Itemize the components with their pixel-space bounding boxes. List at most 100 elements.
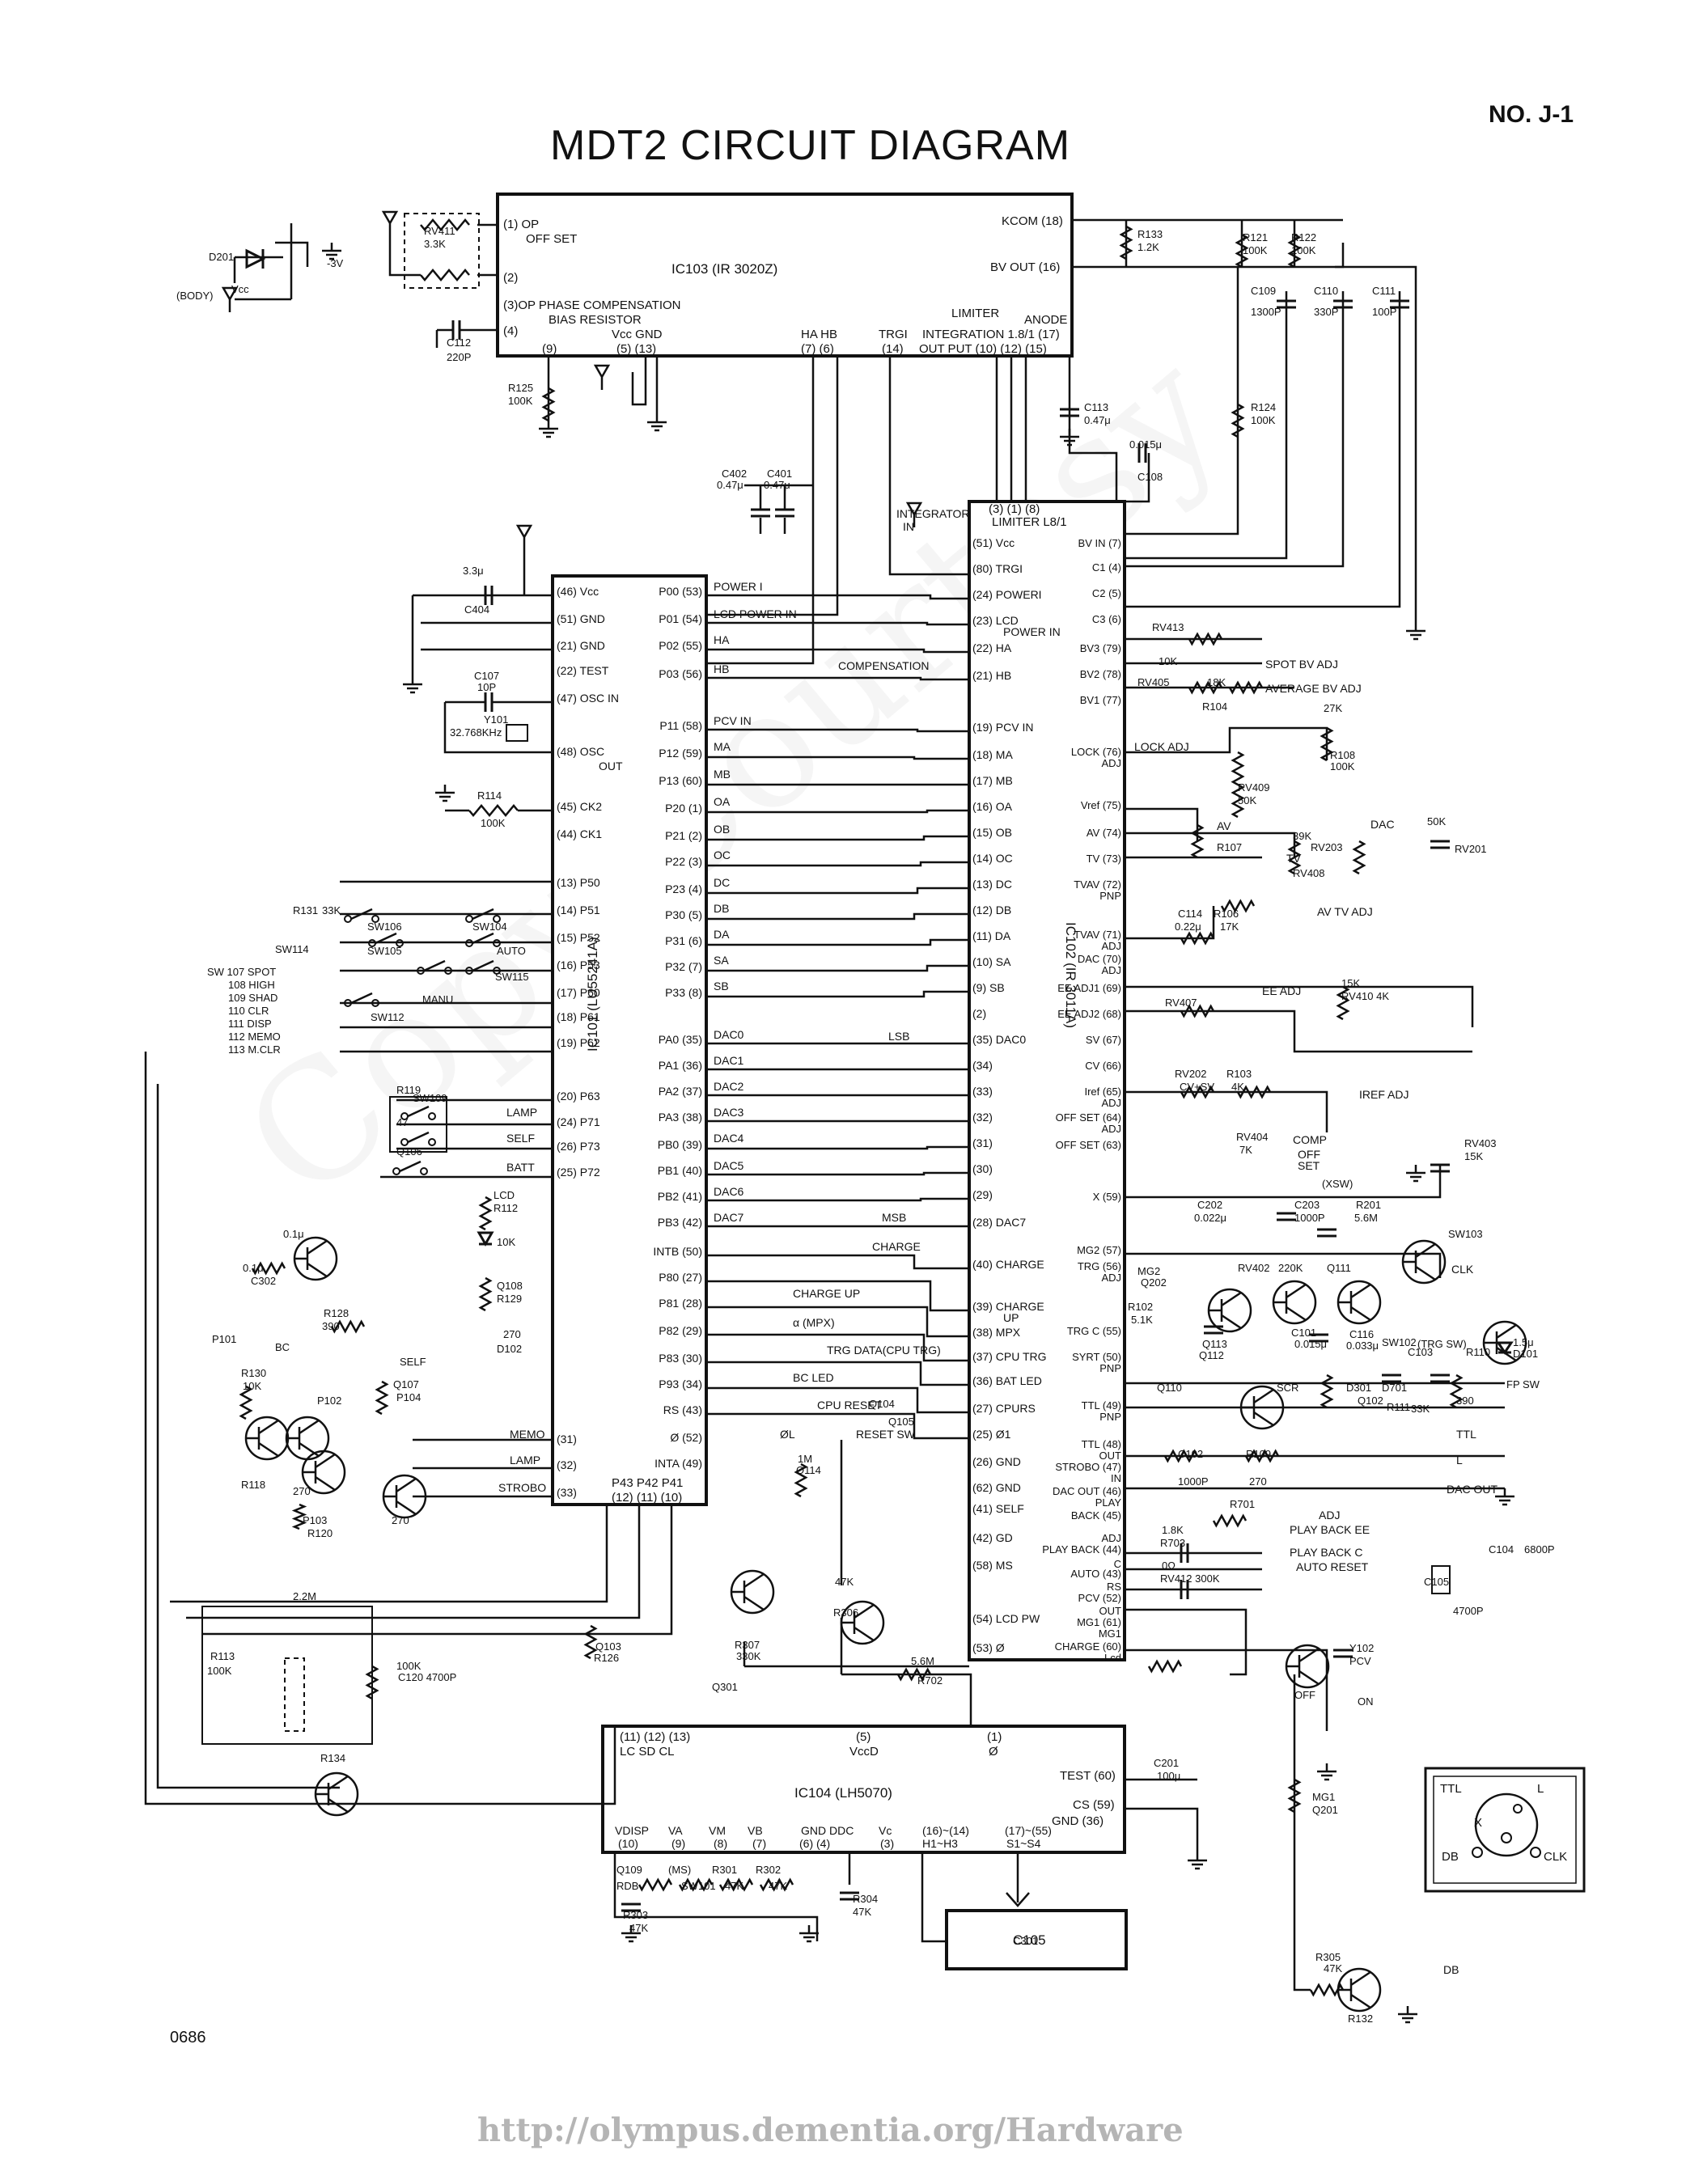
component-label: 100K: [1251, 414, 1276, 426]
y101-crystal: [506, 724, 528, 742]
ground-symbol: [539, 421, 558, 438]
ic103-pin-14: (14): [882, 342, 904, 356]
ground-symbol: [1406, 623, 1425, 641]
signal-label: TRG DATA(CPU TRG): [827, 1344, 941, 1357]
page-title: MDT2 CIRCUIT DIAGRAM: [550, 122, 1071, 169]
component-label: 47K: [725, 1880, 743, 1892]
bus-line: [706, 648, 969, 654]
component-label: 0.47μ: [764, 479, 790, 491]
ground-symbol: [1495, 1488, 1514, 1506]
component-label: RV410 4K: [1341, 990, 1389, 1002]
switch-lever: [375, 932, 397, 945]
resistor-symbol: [1180, 1085, 1215, 1099]
resistor-symbol: [1320, 1373, 1334, 1409]
component-label: Q110: [1157, 1382, 1182, 1394]
bus-line: [706, 594, 969, 600]
resistor-symbol: [1188, 632, 1223, 646]
bus-line: [706, 1412, 969, 1440]
ic101-left-pin: (26) P73: [557, 1140, 600, 1153]
ic102-left-pin: (40) CHARGE: [972, 1258, 1044, 1271]
resistor-symbol: [1287, 1778, 1302, 1814]
component-label: 100K: [1243, 244, 1268, 256]
component-label: C101: [1291, 1327, 1316, 1339]
component-label: R129: [497, 1293, 522, 1305]
signal-label: OA: [714, 795, 731, 808]
component-label: 5.1K: [1131, 1314, 1153, 1326]
component-label: C107: [474, 670, 499, 682]
ground-symbol: [1406, 1165, 1425, 1183]
connector-ttl: TTL: [1440, 1782, 1462, 1796]
component-label: C111: [1372, 285, 1396, 297]
bus-line: [706, 728, 969, 733]
ic102-right-pin: TTL (49): [1082, 1399, 1121, 1412]
ic101-right-pin: P31 (6): [665, 934, 702, 947]
resistor-symbol: [541, 387, 556, 422]
vcc-symbol: [381, 210, 399, 236]
ic102-right-pin: SYRT (50): [1072, 1351, 1121, 1363]
ic101-right-pin: PA3 (38): [659, 1111, 702, 1124]
signal-label: DAC4: [714, 1132, 744, 1145]
ic102-left-pin: UP: [1003, 1311, 1019, 1324]
ic101-right-pin: PA2 (37): [659, 1085, 702, 1098]
component-label: 0.47μ: [717, 479, 743, 491]
transistor-leads: [841, 1603, 875, 1642]
ic103-pin-offset: OFF SET: [526, 232, 577, 246]
capacitor-symbol: [1137, 443, 1147, 463]
bus-line: [706, 1306, 969, 1338]
component-label: R122: [1291, 231, 1316, 243]
transistor-leads: [1338, 1970, 1371, 2009]
switch-lever: [350, 992, 373, 1005]
component-label: R703: [1160, 1537, 1185, 1549]
component-label: Vcc: [231, 283, 249, 295]
wire-kcom: [1072, 218, 1345, 269]
ic103-pin-3: (3)OP PHASE COMPENSATION: [503, 298, 681, 312]
component-label: 4K: [1231, 1081, 1244, 1093]
component-label: C114: [1178, 908, 1202, 920]
ic101-right-pin: P01 (54): [659, 612, 702, 625]
component-label: RV405: [1137, 676, 1170, 688]
lcd-bus: [921, 1852, 1030, 1943]
wire-ic104-bottom: [613, 1852, 851, 1941]
ic104-cs: CS (59): [1073, 1798, 1115, 1812]
resistor-symbol: [1320, 726, 1334, 762]
capacitor-symbol: [1180, 1543, 1189, 1563]
switch-contact: [493, 967, 501, 975]
component-label: 10P: [477, 681, 496, 693]
component-label: 270: [293, 1485, 311, 1497]
signal-label: DC: [714, 876, 730, 889]
ic104-bottom-pin: VDISP: [615, 1824, 649, 1837]
component-label: P102: [317, 1395, 341, 1407]
component-label: LCD: [494, 1189, 515, 1201]
ic101-left-pin: (19) P62: [557, 1036, 600, 1049]
ic102-right-pin: STROBO (47): [1055, 1461, 1121, 1473]
component-label: 1.5μ: [1513, 1336, 1534, 1348]
wire-port7: [380, 1098, 553, 1179]
transistor-leads: [1338, 1283, 1371, 1322]
component-label: P104: [396, 1391, 421, 1403]
ic101-right-pins: P00 (53)P01 (54)P02 (55)P03 (56)P11 (58)…: [653, 585, 702, 1470]
annotation-label: PLAY BACK C: [1290, 1546, 1363, 1559]
ic101-right-pin: INTA (49): [654, 1457, 702, 1470]
ic101-right-pin: P20 (1): [665, 802, 702, 815]
wire-port5: [340, 880, 553, 1053]
component-label: 100K: [396, 1660, 422, 1672]
ic102-right-pin: DAC OUT (46): [1053, 1485, 1121, 1497]
component-label: RV407: [1165, 997, 1197, 1009]
component-label: R126: [594, 1652, 619, 1664]
wire-memo-lamp-strobo: [413, 1438, 553, 1498]
ic102-right-pin: AV (74): [1087, 827, 1121, 839]
resistor-symbol: [759, 1877, 794, 1892]
component-label: RV201: [1455, 843, 1487, 855]
ic101-right-pin: P80 (27): [659, 1271, 702, 1284]
wire-mg1: [1125, 1608, 1328, 1731]
resistor-symbol: [239, 1385, 253, 1420]
d101-dashed: [284, 1657, 305, 1732]
ic101-right-pin: P33 (8): [665, 986, 702, 999]
component-label: 100K: [508, 395, 533, 407]
switch-legend-item: 113 M.CLR: [228, 1043, 281, 1056]
ic102-left-pin: (80) TRGI: [972, 562, 1023, 575]
bus-line: [706, 1197, 969, 1202]
vcc-symbol: [221, 286, 239, 312]
ic102-left-pin: (35) DAC0: [972, 1033, 1026, 1046]
component-label: 270: [503, 1328, 521, 1340]
